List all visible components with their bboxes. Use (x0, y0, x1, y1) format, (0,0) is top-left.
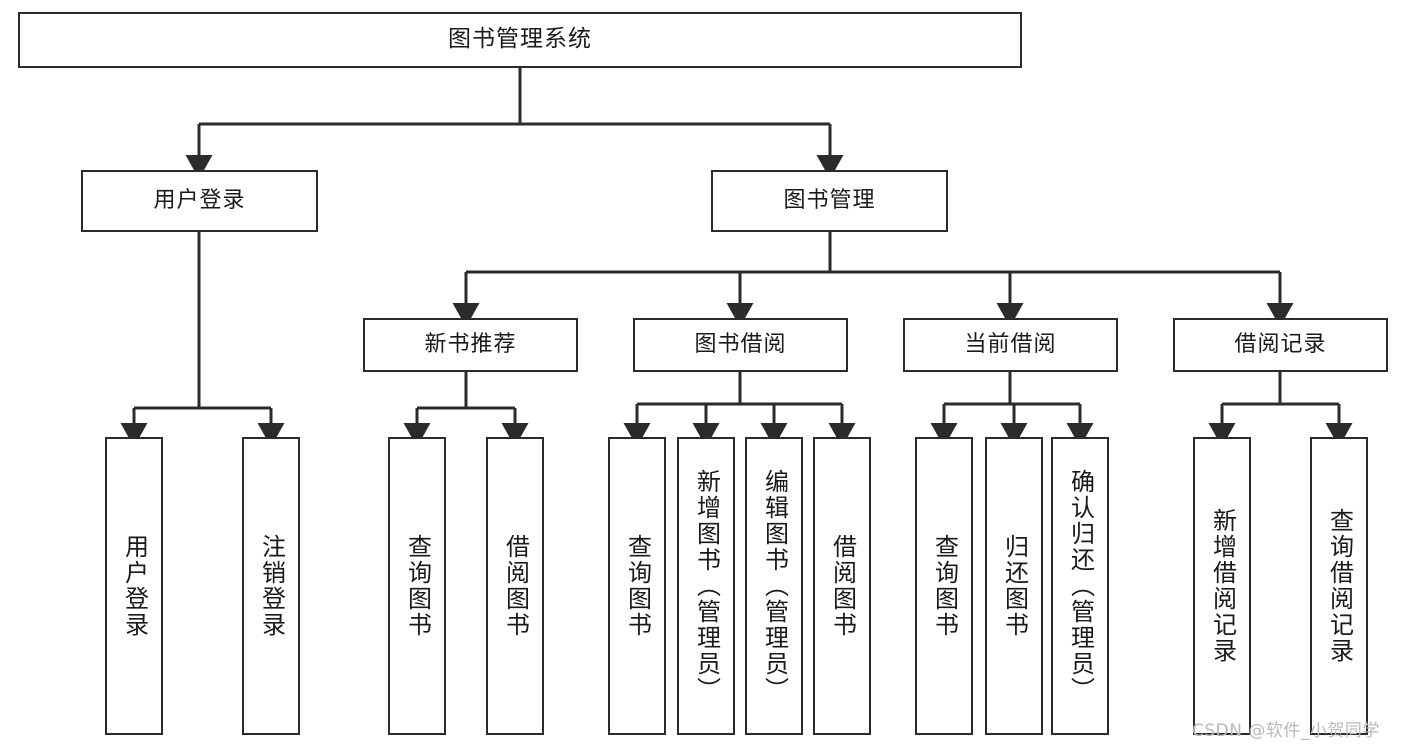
node-user-login[interactable]: 用户登录 (81, 170, 318, 232)
node-leaf-user-login[interactable]: 用户登录 (105, 437, 163, 735)
node-label: 确认归还（管理员） (1066, 469, 1095, 703)
node-leaf-borrow-book-2[interactable]: 借阅图书 (813, 437, 871, 735)
node-label: 用户登录 (153, 187, 246, 213)
node-leaf-query-borrow-record[interactable]: 查询借阅记录 (1310, 437, 1368, 735)
node-label: 查询图书 (623, 534, 652, 638)
node-leaf-logout-login[interactable]: 注销登录 (242, 437, 300, 735)
node-label: 借阅图书 (828, 534, 857, 638)
node-borrow-record[interactable]: 借阅记录 (1173, 318, 1388, 372)
node-label: 查询借阅记录 (1325, 508, 1354, 664)
node-label: 新书推荐 (424, 331, 517, 357)
node-leaf-return-book[interactable]: 归还图书 (985, 437, 1043, 735)
node-book-management-system[interactable]: 图书管理系统 (18, 12, 1022, 68)
node-book-management[interactable]: 图书管理 (711, 170, 948, 232)
node-leaf-confirm-return-admin[interactable]: 确认归还（管理员） (1051, 437, 1109, 735)
node-label: 查询图书 (403, 534, 432, 638)
node-label: 当前借阅 (964, 331, 1057, 357)
node-leaf-borrow-book-1[interactable]: 借阅图书 (486, 437, 544, 735)
node-leaf-add-borrow-record[interactable]: 新增借阅记录 (1193, 437, 1251, 735)
node-label: 借阅图书 (501, 534, 530, 638)
node-label: 图书管理系统 (448, 26, 592, 53)
node-label: 用户登录 (120, 534, 149, 638)
node-leaf-add-book-admin[interactable]: 新增图书（管理员） (677, 437, 735, 735)
node-leaf-query-book-1[interactable]: 查询图书 (388, 437, 446, 735)
node-label: 编辑图书（管理员） (760, 469, 789, 703)
node-label: 图书借阅 (694, 331, 787, 357)
node-label: 归还图书 (1000, 534, 1029, 638)
node-label: 查询图书 (930, 534, 959, 638)
node-label: 借阅记录 (1234, 331, 1327, 357)
node-current-borrow[interactable]: 当前借阅 (903, 318, 1118, 372)
node-leaf-query-book-2[interactable]: 查询图书 (608, 437, 666, 735)
node-leaf-edit-book-admin[interactable]: 编辑图书（管理员） (745, 437, 803, 735)
node-label: 注销登录 (257, 534, 286, 638)
csdn-watermark: CSDN @软件_小贺同学 (1192, 721, 1380, 741)
node-label: 新增图书（管理员） (692, 469, 721, 703)
node-label: 新增借阅记录 (1208, 508, 1237, 664)
node-leaf-query-book-3[interactable]: 查询图书 (915, 437, 973, 735)
node-label: 图书管理 (783, 187, 876, 213)
node-new-book-recommend[interactable]: 新书推荐 (363, 318, 578, 372)
node-book-borrow[interactable]: 图书借阅 (633, 318, 848, 372)
